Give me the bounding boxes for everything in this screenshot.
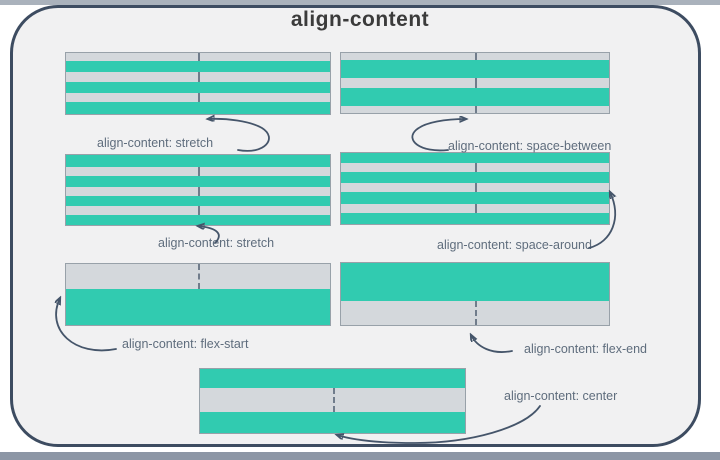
cross-axis-dashed-line	[475, 53, 477, 60]
label-flex-end: align-content: flex-end	[524, 342, 647, 356]
cross-axis-dashed-line	[198, 93, 200, 102]
cross-axis-dashed-line	[332, 388, 335, 412]
flex-item-bar	[66, 176, 330, 187]
cross-axis-dashed-line	[475, 106, 477, 113]
flex-container-stretch-1	[65, 52, 331, 115]
cross-axis-dashed-line	[198, 187, 200, 196]
cross-axis-dashed-line	[475, 183, 477, 192]
flex-item-bar	[66, 82, 330, 93]
flex-item-bar	[341, 213, 609, 224]
flex-container-flex-start	[65, 263, 331, 326]
cross-axis-dashed-line	[475, 163, 477, 172]
flex-item-bar	[66, 196, 330, 206]
flex-item-bar	[66, 61, 330, 72]
gap-stripe	[66, 53, 330, 61]
flex-item-bar	[341, 153, 609, 163]
gap-stripe	[341, 106, 609, 113]
page-title: align-content	[290, 8, 430, 31]
flex-item-bar	[66, 215, 330, 225]
cross-axis-dashed-line	[198, 72, 200, 82]
flex-item-bar	[200, 412, 465, 433]
cross-axis-dashed-line	[198, 167, 200, 176]
gap-stripe	[341, 183, 609, 192]
cross-axis-dashed-line	[198, 206, 200, 215]
gap-stripe	[66, 167, 330, 176]
label-stretch-2: align-content: stretch	[158, 236, 275, 250]
cross-axis-dashed-line	[198, 53, 200, 61]
flex-container-center	[199, 368, 466, 434]
cross-axis-dashed-line	[475, 301, 477, 325]
flex-container-space-around	[340, 152, 610, 225]
label-space-around: align-content: space-around	[437, 238, 592, 252]
gap-stripe	[341, 163, 609, 172]
flex-item-bar	[341, 88, 609, 106]
flex-item-bar	[341, 192, 609, 204]
flex-container-space-between	[340, 52, 610, 114]
gap-stripe	[341, 204, 609, 213]
flex-container-stretch-2	[65, 154, 331, 226]
top-edge-strip	[0, 0, 720, 5]
gap-stripe	[66, 187, 330, 196]
label-stretch-1: align-content: stretch	[97, 136, 214, 150]
bottom-edge-strip	[0, 452, 720, 460]
cross-axis-dashed-line	[198, 264, 200, 289]
gap-stripe	[341, 301, 609, 325]
gap-stripe	[66, 206, 330, 215]
gap-stripe	[66, 72, 330, 82]
flex-item-bar	[66, 289, 330, 325]
label-flex-start: align-content: flex-start	[122, 337, 249, 351]
flex-item-bar	[341, 172, 609, 183]
cross-axis-dashed-line	[475, 204, 477, 213]
gap-stripe	[66, 93, 330, 102]
gap-stripe	[341, 53, 609, 60]
flex-item-bar	[200, 369, 465, 388]
flex-item-bar	[341, 263, 609, 301]
gap-stripe	[200, 388, 465, 412]
gap-stripe	[341, 78, 609, 88]
flex-item-bar	[66, 155, 330, 167]
flex-item-bar	[341, 60, 609, 78]
flex-container-flex-end	[340, 262, 610, 326]
flex-item-bar	[66, 102, 330, 114]
cross-axis-dashed-line	[475, 78, 477, 88]
label-space-between: align-content: space-between	[448, 139, 612, 153]
label-center: align-content: center	[504, 389, 618, 403]
gap-stripe	[66, 264, 330, 289]
